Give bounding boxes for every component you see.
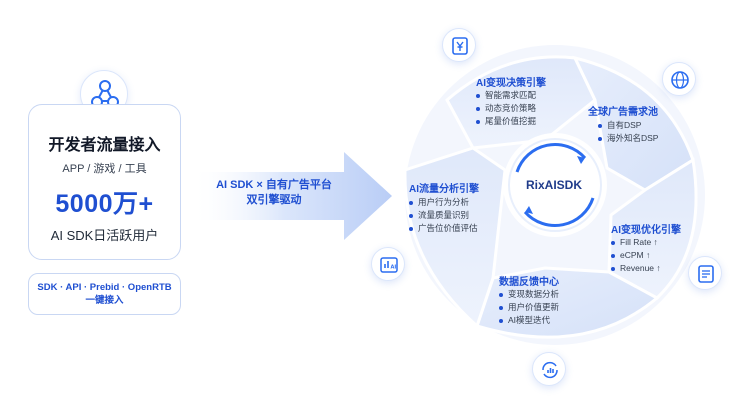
- demand-title: 全球广告需求池: [588, 107, 658, 118]
- arrow-line-2: 双引擎驱动: [246, 194, 302, 206]
- developer-subtitle: APP / 游戏 / 工具: [62, 163, 147, 175]
- feedback-title: 数据反馈中心: [499, 277, 559, 288]
- list-item: 海外知名DSP: [598, 132, 658, 145]
- access-methods: SDK · API · Prebid · OpenRTB: [37, 282, 172, 293]
- list-item: eCPM ↑: [611, 249, 661, 262]
- arrow-line-1: AI SDK × 自有广告平台: [216, 179, 332, 191]
- refresh-arrow-bottom: [523, 197, 595, 227]
- list-item: AI模型迭代: [499, 314, 559, 327]
- rix-logo: RixAISDK: [525, 178, 582, 192]
- list-item: Revenue ↑: [611, 262, 661, 275]
- engine-ring: [403, 45, 705, 345]
- flow-arrow: [196, 152, 392, 240]
- list-item: 自有DSP: [598, 119, 658, 132]
- list-item: 广告位价值评估: [409, 222, 478, 235]
- feedback-list: 变现数据分析 用户价值更新 AI模型迭代: [499, 288, 559, 327]
- access-note: 一键接入: [85, 295, 124, 306]
- developer-caption: AI SDK日活跃用户: [50, 228, 159, 243]
- list-item: Fill Rate ↑: [611, 236, 661, 249]
- list-item: 变现数据分析: [499, 288, 559, 301]
- traffic-list: 用户行为分析 流量质量识别 广告位价值评估: [409, 196, 478, 235]
- ai-chart-icon: AI: [371, 247, 405, 281]
- list-item: 智能需求匹配: [476, 89, 536, 102]
- decision-list: 智能需求匹配 动态竞价策略 尾量价值挖掘: [476, 89, 536, 128]
- access-card: SDK · API · Prebid · OpenRTB 一键接入: [28, 273, 181, 315]
- list-item: 用户行为分析: [409, 196, 478, 209]
- developer-card: 开发者流量接入 APP / 游戏 / 工具 5000万+ AI SDK日活跃用户: [28, 104, 181, 260]
- list-item: 尾量价值挖掘: [476, 115, 536, 128]
- developer-title: 开发者流量接入: [48, 137, 161, 154]
- globe-icon: [662, 62, 696, 96]
- arrow-label: AI SDK × 自有广告平台 双引擎驱动: [198, 178, 350, 208]
- developer-number: 5000万+: [55, 190, 154, 218]
- demand-list: 自有DSP 海外知名DSP: [598, 119, 658, 145]
- bar-chart-refresh-icon: [532, 352, 566, 386]
- segment-traffic: [403, 146, 507, 329]
- invoice-icon: [688, 256, 722, 290]
- svg-text:AI: AI: [391, 265, 397, 271]
- refresh-arrow-top: [515, 143, 587, 173]
- decision-title: AI变现决策引擎: [476, 78, 546, 89]
- yen-doc-icon: [442, 28, 476, 62]
- list-item: 动态竞价策略: [476, 102, 536, 115]
- list-item: 用户价值更新: [499, 301, 559, 314]
- traffic-title: AI流量分析引擎: [409, 184, 479, 195]
- list-item: 流量质量识别: [409, 209, 478, 222]
- optimize-title: AI变现优化引擎: [611, 225, 681, 236]
- optimize-list: Fill Rate ↑ eCPM ↑ Revenue ↑: [611, 236, 661, 275]
